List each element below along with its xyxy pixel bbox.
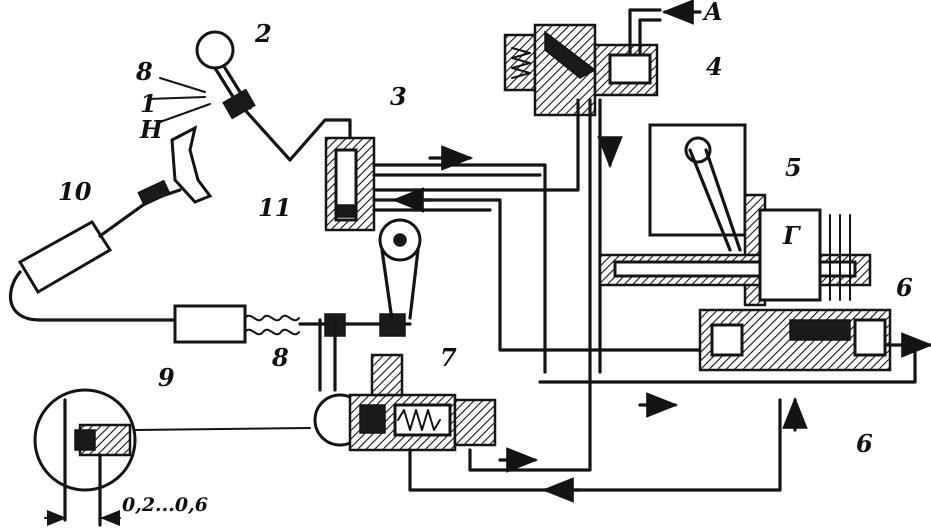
label-2: 2 <box>255 19 272 48</box>
housing-5 <box>538 123 931 432</box>
label-6-bottom: 6 <box>856 429 873 458</box>
label-5: 5 <box>785 153 802 182</box>
label-a: A <box>704 0 723 26</box>
label-h: Н <box>140 115 163 144</box>
cylinder-9 <box>173 304 412 344</box>
unit-7 <box>313 353 782 503</box>
lever-2 <box>147 30 352 162</box>
label-g: Г <box>783 221 800 250</box>
detail-inset <box>33 388 311 527</box>
line-4-to-3 <box>368 98 580 192</box>
label-4: 4 <box>706 52 723 81</box>
cylinder-10 <box>8 179 182 322</box>
block-3 <box>324 136 802 374</box>
label-1: 1 <box>140 89 157 118</box>
label-11: 11 <box>258 193 292 222</box>
pulley <box>318 218 422 392</box>
label-6-right: 6 <box>896 273 913 302</box>
gap-dimension: 0,2...0,6 <box>122 494 208 516</box>
bracket-11 <box>170 125 213 204</box>
label-10: 10 <box>58 177 92 206</box>
valve-4 <box>503 0 702 117</box>
label-3: 3 <box>390 82 407 111</box>
label-8-top: 8 <box>136 57 153 86</box>
label-7: 7 <box>440 343 457 372</box>
label-8-bottom: 8 <box>272 343 289 372</box>
label-9: 9 <box>158 363 175 392</box>
